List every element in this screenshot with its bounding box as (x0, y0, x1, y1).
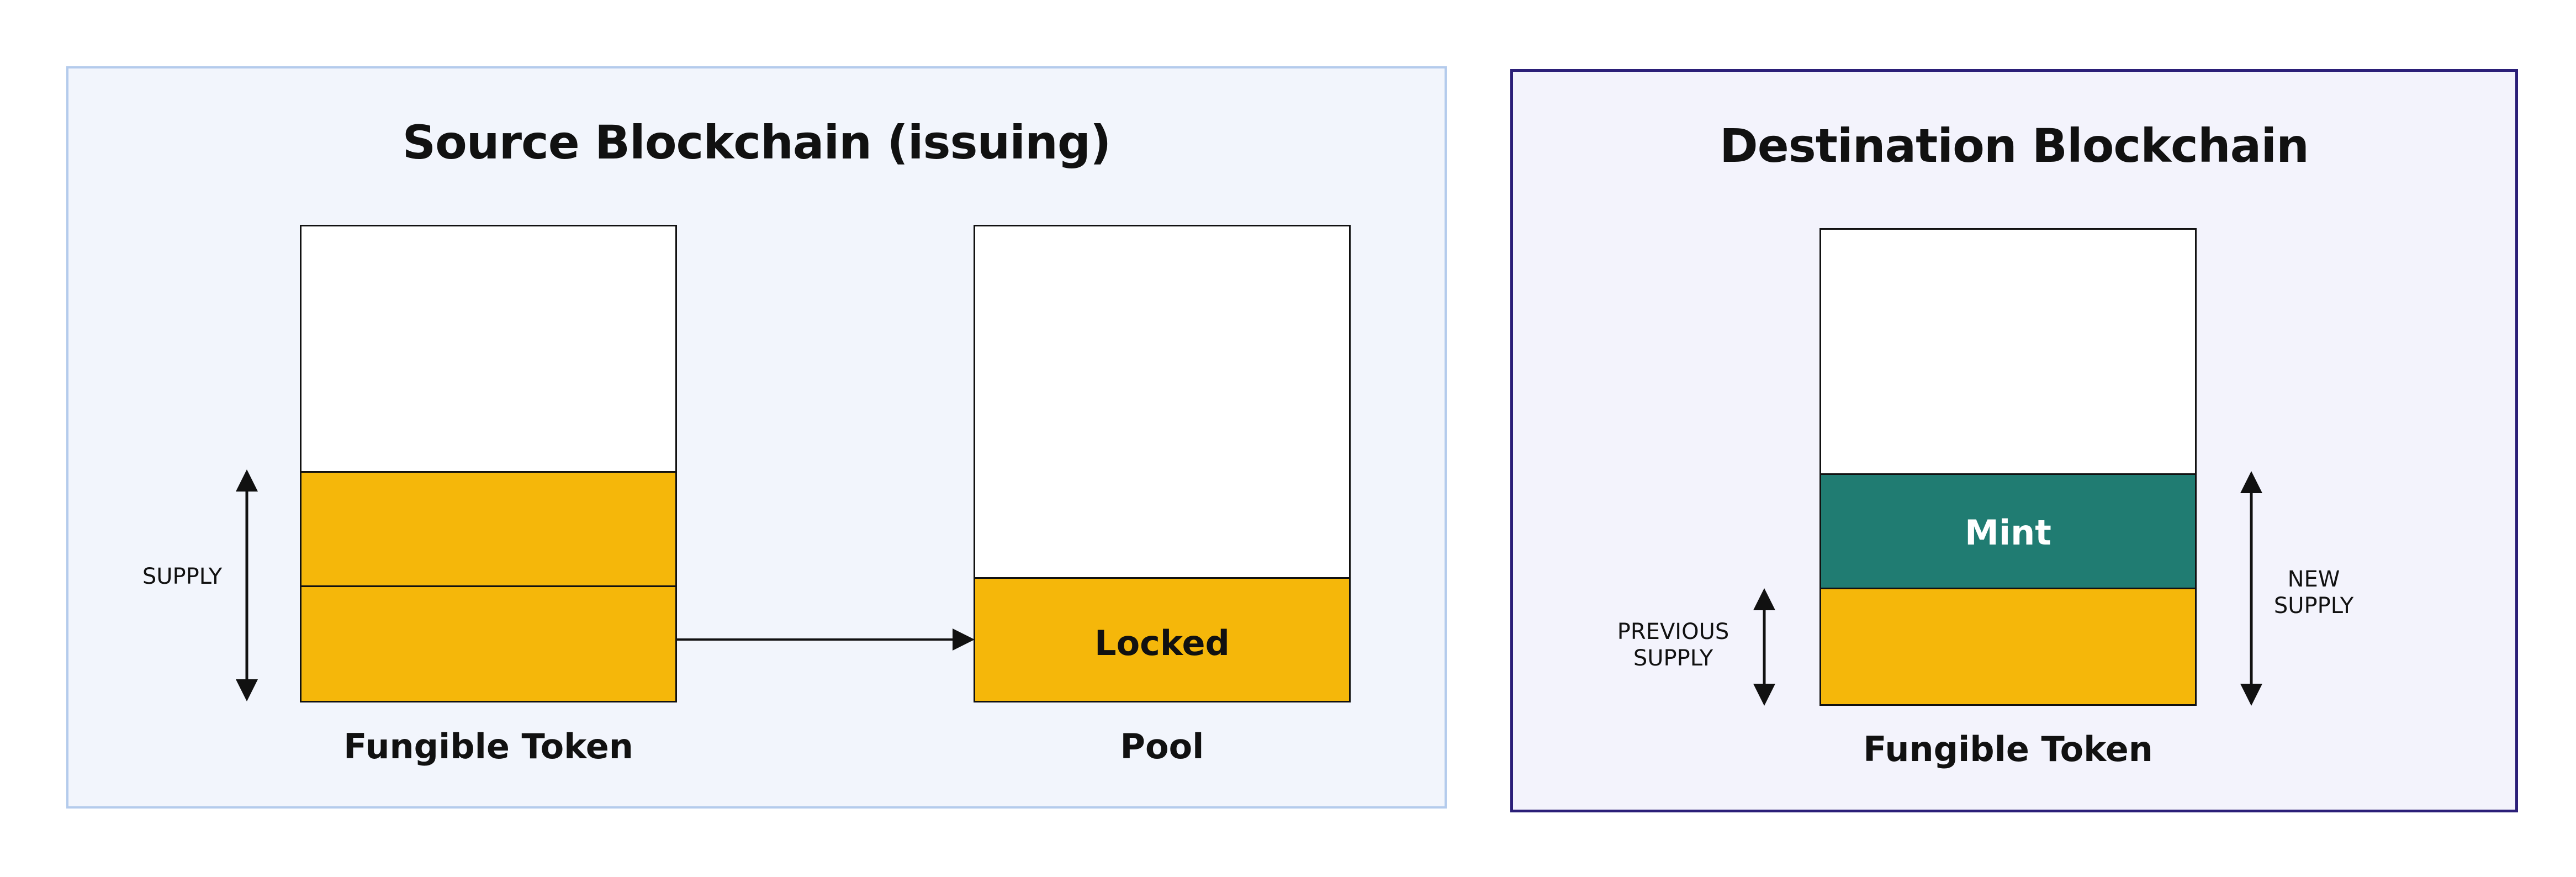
source-panel-title: Source Blockchain (issuing) (402, 115, 1112, 170)
source-token-lower-segment (301, 585, 675, 701)
destination-token-caption: Fungible Token (1863, 729, 2153, 769)
pool-locked-segment: Locked (975, 577, 1349, 701)
mint-label: Mint (1965, 513, 2051, 553)
source-token-upper-segment (301, 471, 675, 587)
pool-caption: Pool (1120, 726, 1204, 767)
previous-supply-label: PREVIOUS SUPPLY (1590, 619, 1756, 672)
supply-double-arrow (236, 469, 258, 701)
source-token-box (300, 225, 677, 702)
new-supply-label-line-2: SUPPLY (2273, 593, 2354, 619)
new-supply-label-line-1: NEW (2287, 567, 2340, 592)
previous-supply-label-line-1: PREVIOUS (1617, 619, 1729, 644)
locked-label: Locked (1094, 623, 1230, 663)
source-token-caption: Fungible Token (343, 726, 633, 767)
new-supply-double-arrow (2240, 471, 2262, 706)
destination-previous-supply-segment (1821, 588, 2195, 704)
destination-panel-title: Destination Blockchain (1720, 119, 2309, 173)
mint-segment: Mint (1821, 473, 2195, 589)
destination-token-box: Mint (1819, 228, 2197, 706)
previous-supply-double-arrow (1753, 588, 1775, 706)
supply-label: SUPPLY (142, 564, 223, 589)
new-supply-label: NEW SUPPLY (2253, 566, 2374, 619)
lock-transfer-arrow (677, 628, 975, 651)
previous-supply-label-line-2: SUPPLY (1633, 646, 1713, 671)
pool-box: Locked (974, 225, 1351, 702)
